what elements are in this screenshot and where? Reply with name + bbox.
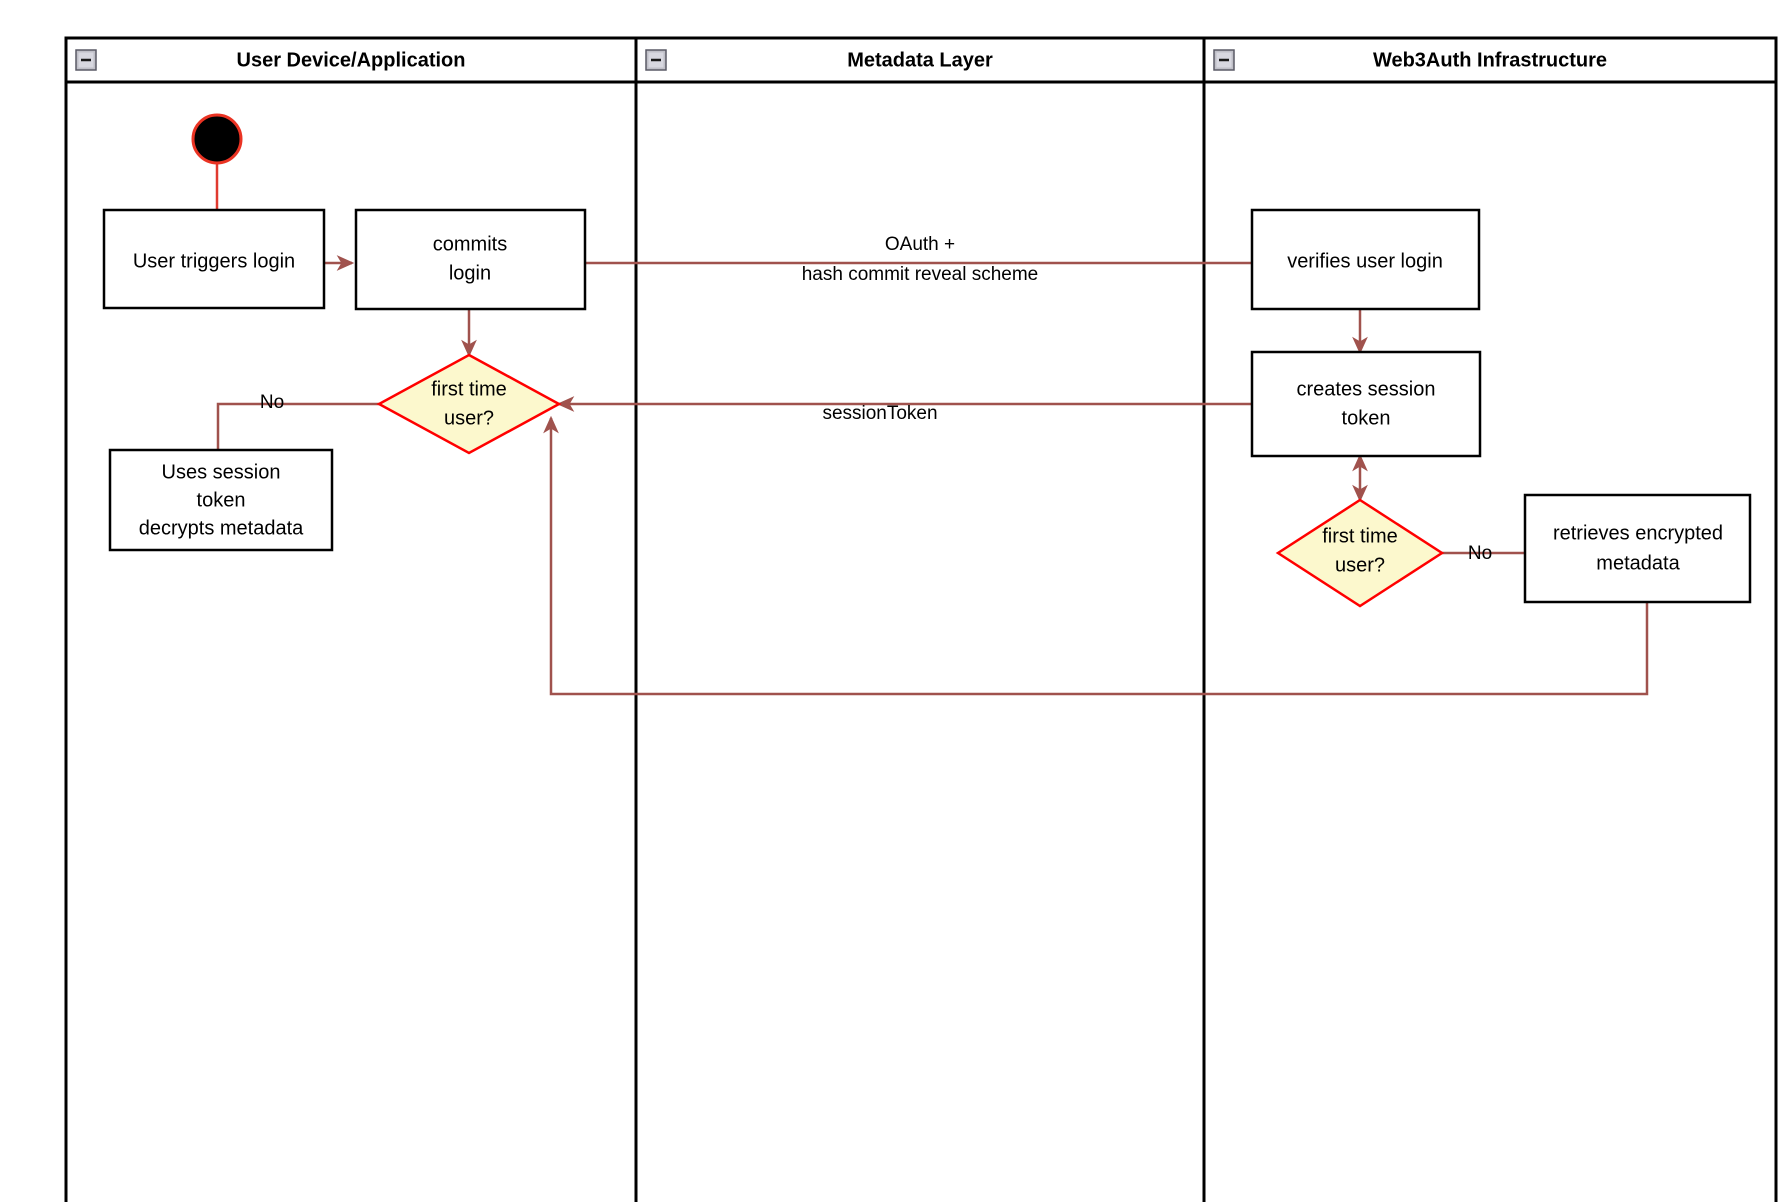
- node-label-retrieves-line1: retrieves encrypted: [1553, 522, 1723, 544]
- edge-label-no-right: No: [1468, 543, 1492, 564]
- node-label-user-triggers-login: User triggers login: [133, 250, 295, 272]
- swimlane-title-web3auth: Web3Auth Infrastructure: [1373, 49, 1607, 71]
- edge-label-no-left: No: [260, 392, 284, 413]
- swimlane-body-web3auth: [1202, 80, 1778, 1202]
- node-label-uses-session-token-line3: decrypts metadata: [139, 517, 304, 539]
- collapse-minus-icon[interactable]: [645, 49, 667, 71]
- collapse-minus-icon[interactable]: [75, 49, 97, 71]
- swimlane-header-web3auth: [1202, 36, 1778, 84]
- node-label-decision-right-line2: user?: [1335, 554, 1385, 576]
- node-label-uses-session-token-line2: token: [197, 489, 246, 511]
- node-label-decision-left-line1: first time: [431, 378, 507, 400]
- edge-label-session-token: sessionToken: [822, 403, 937, 424]
- node-user-triggers-login[interactable]: User triggers login: [102, 208, 326, 310]
- node-label-commits-login-line1: commits: [433, 233, 507, 255]
- initial-node[interactable]: [191, 113, 243, 165]
- swimlane-title-metadata: Metadata Layer: [847, 49, 993, 71]
- node-uses-session-token[interactable]: Uses session token decrypts metadata: [108, 448, 334, 552]
- node-decision-first-time-user-right[interactable]: first time user?: [1275, 498, 1445, 608]
- node-retrieves-encrypted-metadata[interactable]: retrieves encrypted metadata: [1523, 493, 1752, 604]
- swimlane-header-user-device: [64, 36, 638, 84]
- swimlane-header-metadata: [634, 36, 1206, 84]
- node-label-commits-login-line2: login: [449, 262, 491, 284]
- edge-retrieves-return-to-decision-left: [543, 415, 1649, 696]
- node-creates-session-token[interactable]: creates session token: [1250, 350, 1482, 458]
- edge-decision-left-no-to-uses-session-token: [216, 402, 394, 450]
- node-label-creates-session-token-line2: token: [1342, 407, 1391, 429]
- node-label-decision-left-line2: user?: [444, 407, 494, 429]
- swimlane-metadata[interactable]: Metadata Layer: [634, 36, 1206, 1202]
- node-label-verifies-user-login: verifies user login: [1287, 250, 1443, 272]
- swimlane-title-user-device: User Device/Application: [237, 49, 466, 71]
- swimlane-web3auth[interactable]: Web3Auth Infrastructure: [1202, 36, 1778, 1202]
- node-label-creates-session-token-line1: creates session: [1297, 378, 1436, 400]
- edge-label-oauth-line2: hash commit reveal scheme: [802, 264, 1039, 285]
- node-label-retrieves-line2: metadata: [1596, 552, 1680, 574]
- collapse-minus-icon[interactable]: [1213, 49, 1235, 71]
- node-label-decision-right-line1: first time: [1322, 525, 1398, 547]
- node-commits-login[interactable]: commits login: [354, 208, 587, 311]
- swimlane-body-metadata: [634, 80, 1206, 1202]
- node-label-uses-session-token-line1: Uses session: [162, 461, 281, 483]
- node-verifies-user-login[interactable]: verifies user login: [1250, 208, 1481, 311]
- edge-label-oauth-line1: OAuth +: [885, 234, 955, 255]
- node-decision-first-time-user-left[interactable]: first time user?: [376, 353, 562, 455]
